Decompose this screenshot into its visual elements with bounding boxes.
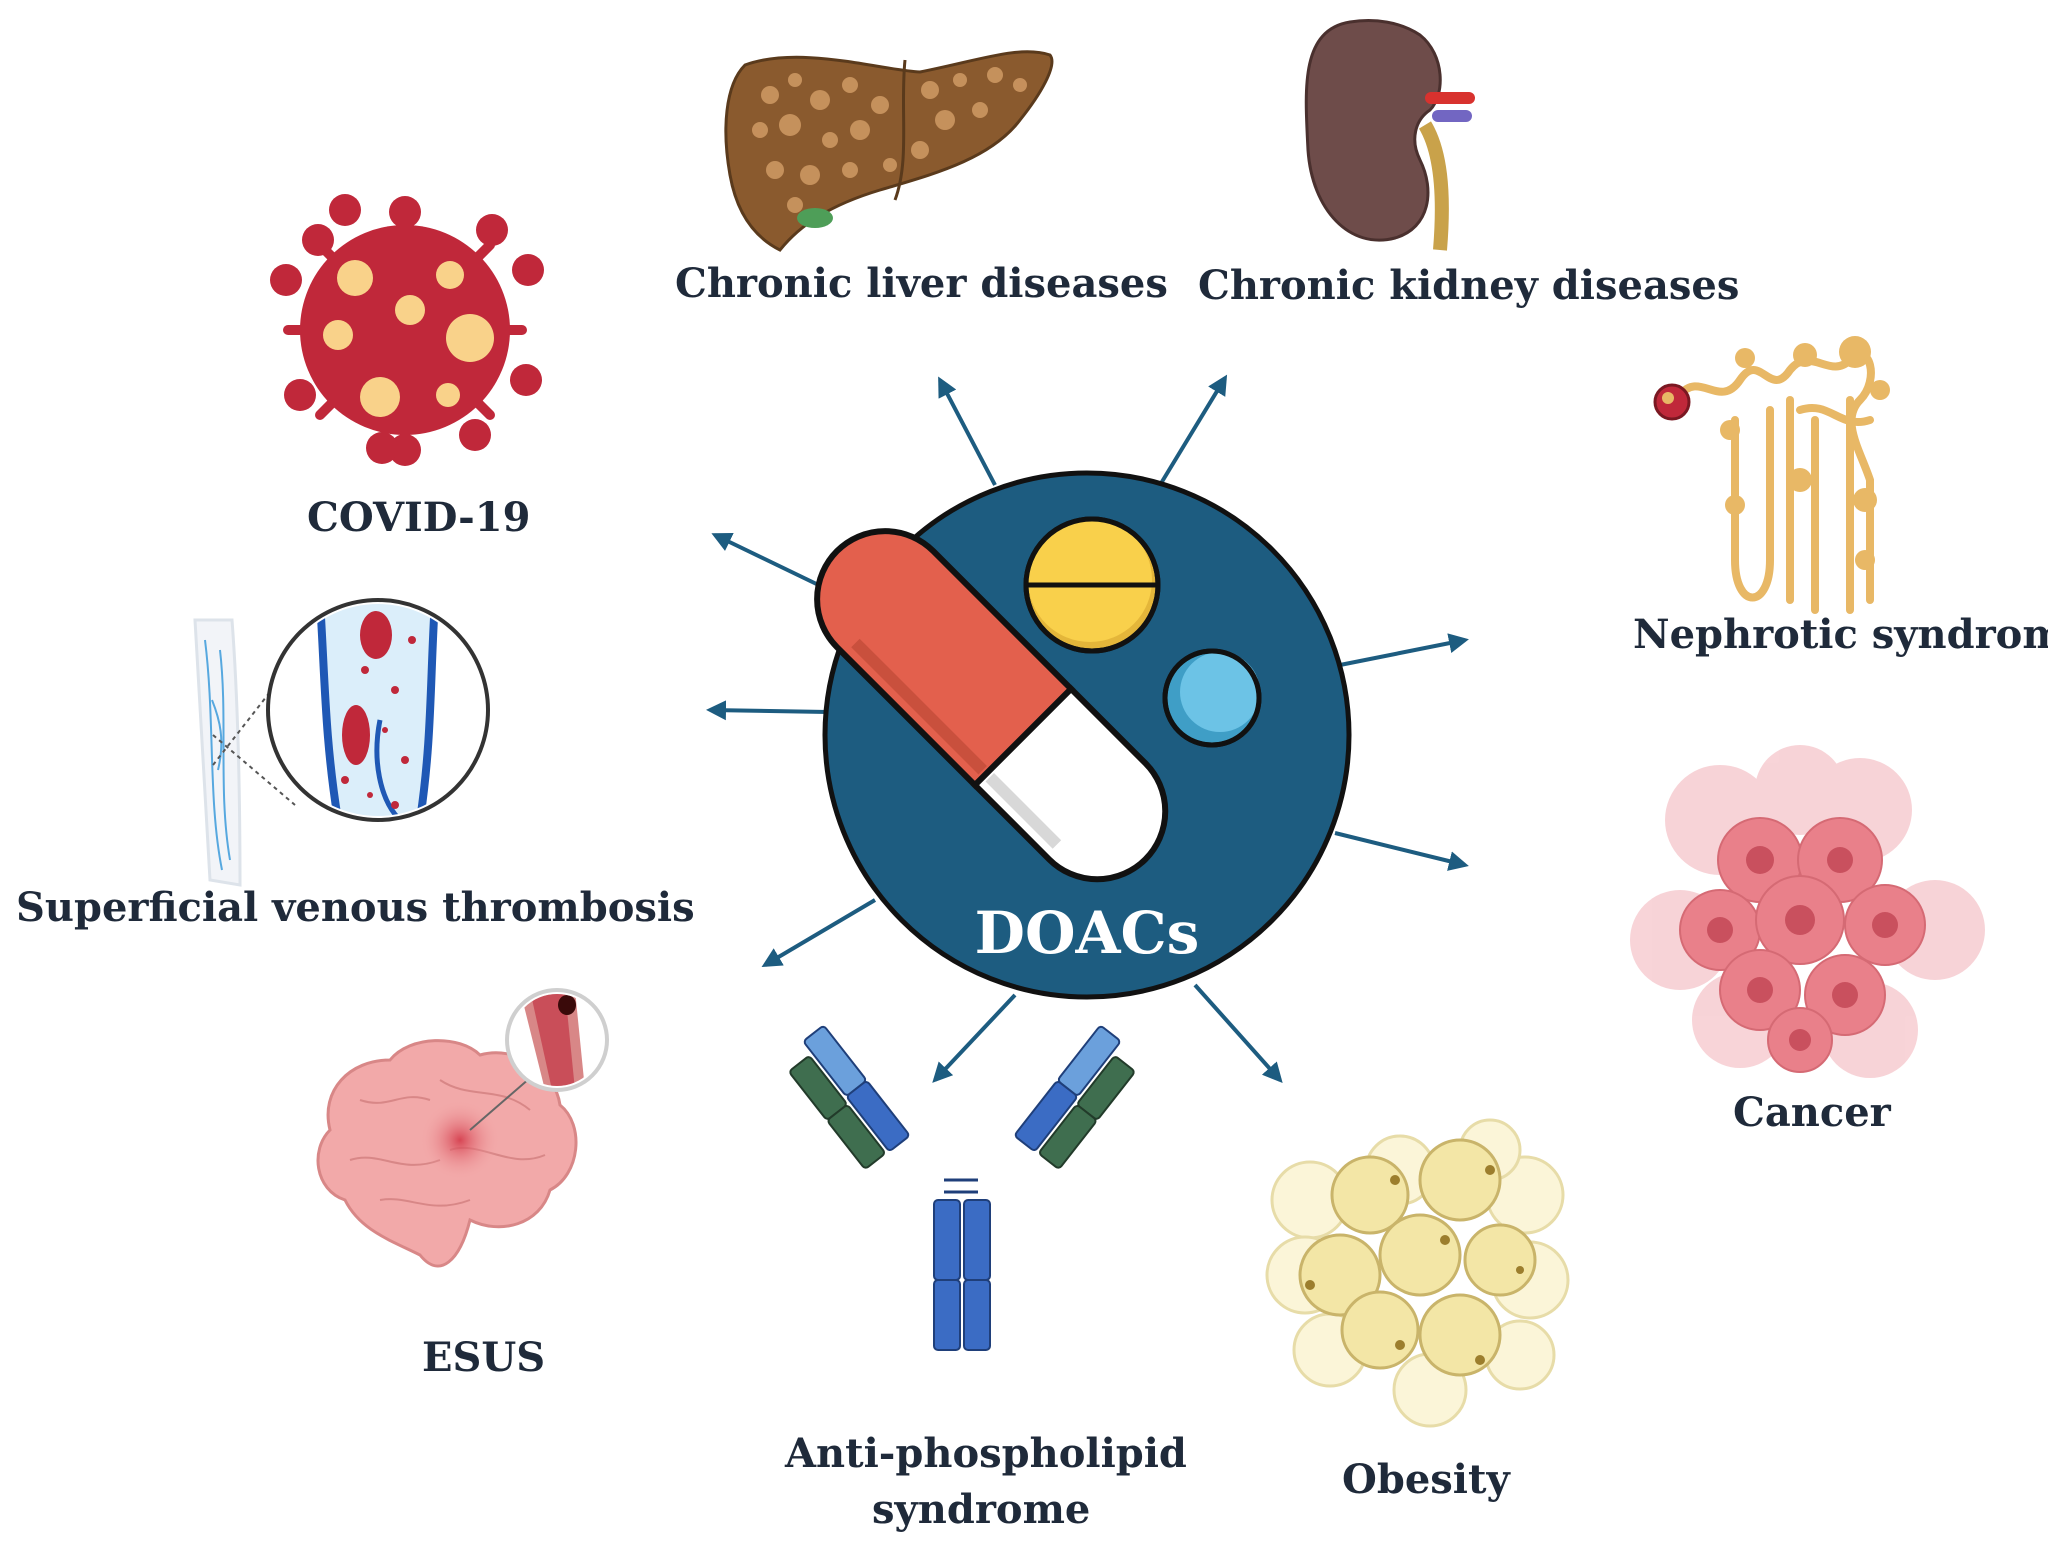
artery-magnifier-icon xyxy=(505,988,609,1092)
nephron-icon xyxy=(1676,336,1890,614)
vein-magnifier-icon xyxy=(266,598,490,822)
label-aps-line2: syndrome xyxy=(872,1486,1091,1533)
label-kidney: Chronic kidney diseases xyxy=(1198,262,1740,309)
arrow-obesity xyxy=(1193,983,1283,1083)
arrow-svt xyxy=(706,700,829,721)
adipocytes-icon xyxy=(1265,1118,1570,1428)
capsule-icon xyxy=(814,528,1169,883)
label-liver: Chronic liver diseases xyxy=(675,260,1168,307)
arrow-kidney xyxy=(1158,374,1228,487)
antibody-icon xyxy=(789,1025,1135,1351)
doacs-label: DOACs xyxy=(975,899,1200,967)
arrow-aps xyxy=(932,993,1017,1083)
label-nephrotic: Nephrotic syndrome xyxy=(1633,611,2048,658)
arrow-cancer xyxy=(1334,831,1469,871)
label-cancer: Cancer xyxy=(1733,1089,1891,1136)
arrow-liver xyxy=(938,376,997,486)
kidney-icon xyxy=(1304,19,1475,251)
doacs-hub: DOACs xyxy=(814,470,1352,1000)
arrow-esus xyxy=(761,898,877,968)
blue-tablet-icon xyxy=(1162,648,1262,748)
liver-icon xyxy=(724,50,1054,252)
label-covid: COVID-19 xyxy=(307,494,531,541)
label-aps-line1: Anti-phospholipid xyxy=(785,1430,1187,1477)
arrow-nephrotic xyxy=(1339,633,1469,667)
label-esus: ESUS xyxy=(422,1334,546,1381)
leg-icon xyxy=(193,618,296,887)
yellow-tablet-icon xyxy=(1023,516,1161,654)
virus-icon xyxy=(270,194,544,466)
brain-icon xyxy=(316,1039,578,1268)
tumor-icon xyxy=(1630,745,1985,1078)
label-obesity: Obesity xyxy=(1342,1456,1510,1503)
label-svt: Superficial venous thrombosis xyxy=(16,884,695,931)
glomerulus-icon xyxy=(1653,383,1691,421)
